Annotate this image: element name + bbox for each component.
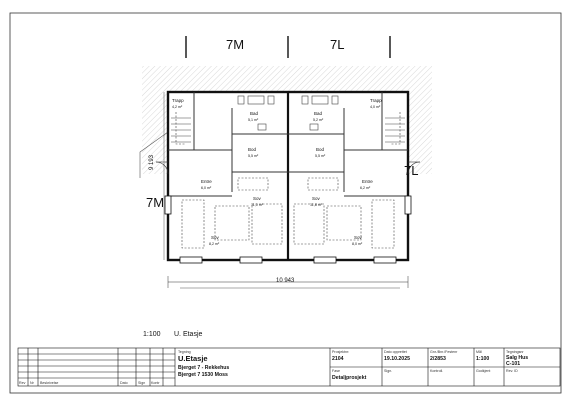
room-area-trapp-left: 4,2 m² [172,105,183,109]
horizontal-dimension [167,276,409,289]
room-name-entre-right: Entre [362,179,373,184]
room-name-sov-right-1: Sov [312,196,320,201]
room-area-bod-left: 5,5 m² [248,154,259,158]
title-block-grid [17,347,561,387]
dato-label: Dato opprettet [384,350,407,354]
room-area-sov-left-1: 11,0 m² [251,203,263,207]
tegningsnr-line-2: C-101 [506,361,521,367]
sheet-frame [9,12,562,394]
rev-header-beskrivelse: Beskrivelse [40,381,59,385]
room-name-entre-left: Entre [201,179,212,184]
vertical-dimension-text: 9 193 [149,154,155,170]
room-area-sov-right-2: 8,0 m² [352,242,363,246]
entrance-doors [155,161,421,175]
room-area-entre-left: 6,0 m² [201,186,212,190]
room-area-trapp-right: 4,0 m² [370,105,381,109]
left-unit-walls [168,92,288,197]
tegningsnr-line-1: Salg Hus [506,355,529,361]
room-area-bad-left: 5,1 m² [248,118,259,122]
tegning-label: Tegning [178,350,191,354]
drawing-scale: 1:100 [143,331,161,338]
tegningsnr-label: Tegningsnr [506,350,524,354]
godkjent-label: Godkjent [476,369,491,373]
room-name-bad-right: Bad [314,111,323,116]
room-name-trapp-left: Trapp [172,98,184,103]
fase-value: Detaljprosjekt [332,375,367,381]
furniture-dashed [175,112,401,249]
malestokk-label: Mål [476,350,482,354]
horizontal-dimension-text: 10 943 [276,278,295,284]
module-dimension-top [185,36,391,58]
prosjektnr-label: Prosjektnr: [332,350,350,354]
room-name-sov-right-2: Sov [354,235,362,240]
room-name-bad-left: Bad [250,111,259,116]
rev-header-sign: Sign [138,381,146,385]
room-name-bod-right: Bod [316,147,325,152]
kontroll-label: Kontroll. [430,369,444,373]
rev-header-dato: Dato [120,381,128,385]
drawing-level: U. Etasje [174,331,203,338]
rev-header-rev: Rev [19,381,26,385]
rev-header-nr: Nr [30,381,34,385]
room-area-bod-right: 5,5 m² [315,154,326,158]
right-unit-walls [288,92,408,197]
room-area-sov-left-2: 8,2 m² [209,242,220,246]
room-name-bod-left: Bod [248,147,257,152]
prosjektnr-value: 2104 [332,356,344,362]
module-label-top-right: 7L [330,37,345,52]
room-name-trapp-right: Trapp [370,98,382,103]
room-name-sov-left-1: Sov [253,196,261,201]
windows [164,195,412,264]
module-label-top-left: 7M [226,37,245,52]
fase-label: Fase [332,369,340,373]
module-label-left: 7M [146,195,165,210]
rev-id-label: Rev. ID [506,369,518,373]
room-area-bad-right: 5,2 m² [313,118,324,122]
malestokk-value: 1:100 [476,356,490,362]
tegning-title: U.Etasje [178,354,208,363]
project-line-2: Bjerget 7 1530 Moss [178,372,228,378]
gnr-value: 2/2853 [430,356,446,362]
sign-label: Sign. [384,369,393,373]
rev-header-kontr: Kontr [151,381,160,385]
project-line-1: Bjerget 7 - Rekkehus [178,365,230,371]
dato-value: 19.10.2025 [384,356,410,362]
module-label-right: 7L [404,163,419,178]
stairs [171,117,405,143]
bathroom-fixtures [237,95,339,131]
room-area-sov-right-1: 11,8 m² [310,203,322,207]
gnr-label: Gnr./Bnr./Festenr [430,350,458,354]
room-name-sov-left-2: Sov [211,235,219,240]
room-area-entre-right: 6,2 m² [360,186,371,190]
